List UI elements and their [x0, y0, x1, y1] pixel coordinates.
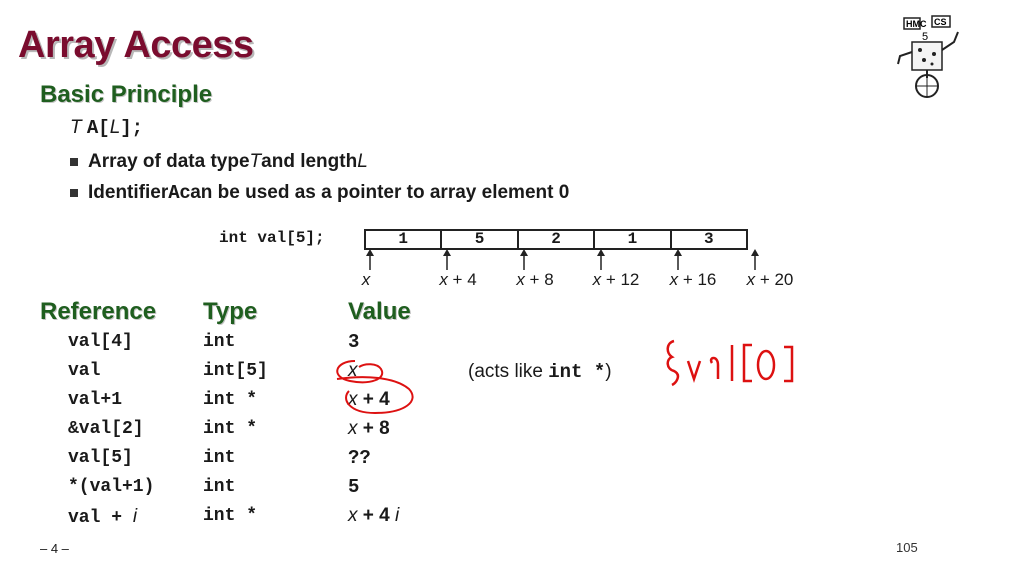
- array-diagram: 1 5 2 1 3: [364, 229, 748, 250]
- type-cell: int *: [203, 506, 258, 526]
- page-number: 105: [896, 540, 918, 555]
- value-cell: 5: [348, 476, 360, 498]
- reference-column-header: Reference: [40, 298, 157, 325]
- address-label: x + 12: [592, 270, 640, 289]
- svg-text:5: 5: [922, 31, 928, 43]
- handwritten-note-val0: [666, 339, 794, 387]
- reference-cell: val[4]: [68, 332, 133, 352]
- reference-cell: &val[2]: [68, 419, 144, 439]
- pointer-note: (acts like int *): [468, 361, 612, 383]
- value-cell: x + 4 i: [348, 505, 400, 526]
- array-cell: 2: [519, 231, 596, 248]
- array-cell: 5: [442, 231, 519, 248]
- type-cell: int: [203, 332, 236, 352]
- value-cell: x + 4: [348, 389, 390, 410]
- type-cell: int: [203, 477, 236, 497]
- reference-cell: val[5]: [68, 448, 133, 468]
- address-label: x: [361, 270, 371, 289]
- array-cell: 3: [704, 230, 714, 248]
- reference-cell: *(val+1): [68, 477, 155, 497]
- reference-cell: val+1: [68, 390, 123, 410]
- address-label: x + 8: [516, 270, 554, 289]
- declaration: T A[L];: [70, 117, 144, 139]
- reference-cell: val + i: [68, 506, 138, 528]
- value-cell: x + 8: [348, 418, 390, 439]
- value-column-header: Value: [348, 298, 411, 325]
- bullet-item: Identifier A can be used as a pointer to…: [70, 182, 569, 204]
- bullet-item: Array of data type T and length L: [70, 151, 368, 173]
- slide-title: Array Access: [18, 24, 254, 66]
- value-cell: x: [348, 360, 358, 381]
- section-heading: Basic Principle: [40, 81, 213, 108]
- handwritten-circle-annotations: [336, 360, 414, 415]
- slide-number-left: – 4 –: [40, 541, 69, 556]
- svg-text:CS: CS: [934, 17, 947, 27]
- address-label: x + 16: [669, 270, 717, 289]
- type-column-header: Type: [203, 298, 258, 325]
- bullet-square-icon: [70, 189, 78, 197]
- value-cell: 3: [348, 331, 360, 353]
- hmc-cs-logo: HMC CS 5: [897, 15, 959, 98]
- type-cell: int[5]: [203, 361, 268, 381]
- array-cell: 1: [595, 231, 672, 248]
- bullet-square-icon: [70, 158, 78, 166]
- value-cell: ??: [348, 447, 371, 469]
- reference-cell: val: [68, 361, 101, 381]
- svg-text:HMC: HMC: [906, 19, 927, 29]
- type-cell: int *: [203, 419, 258, 439]
- array-cell: 1: [366, 231, 443, 248]
- address-label: x + 20: [746, 270, 794, 289]
- type-cell: int *: [203, 390, 258, 410]
- address-arrows: [366, 249, 759, 270]
- address-label: x + 4: [439, 270, 477, 289]
- type-cell: int: [203, 448, 236, 468]
- array-declaration-label: int val[5];: [219, 229, 325, 247]
